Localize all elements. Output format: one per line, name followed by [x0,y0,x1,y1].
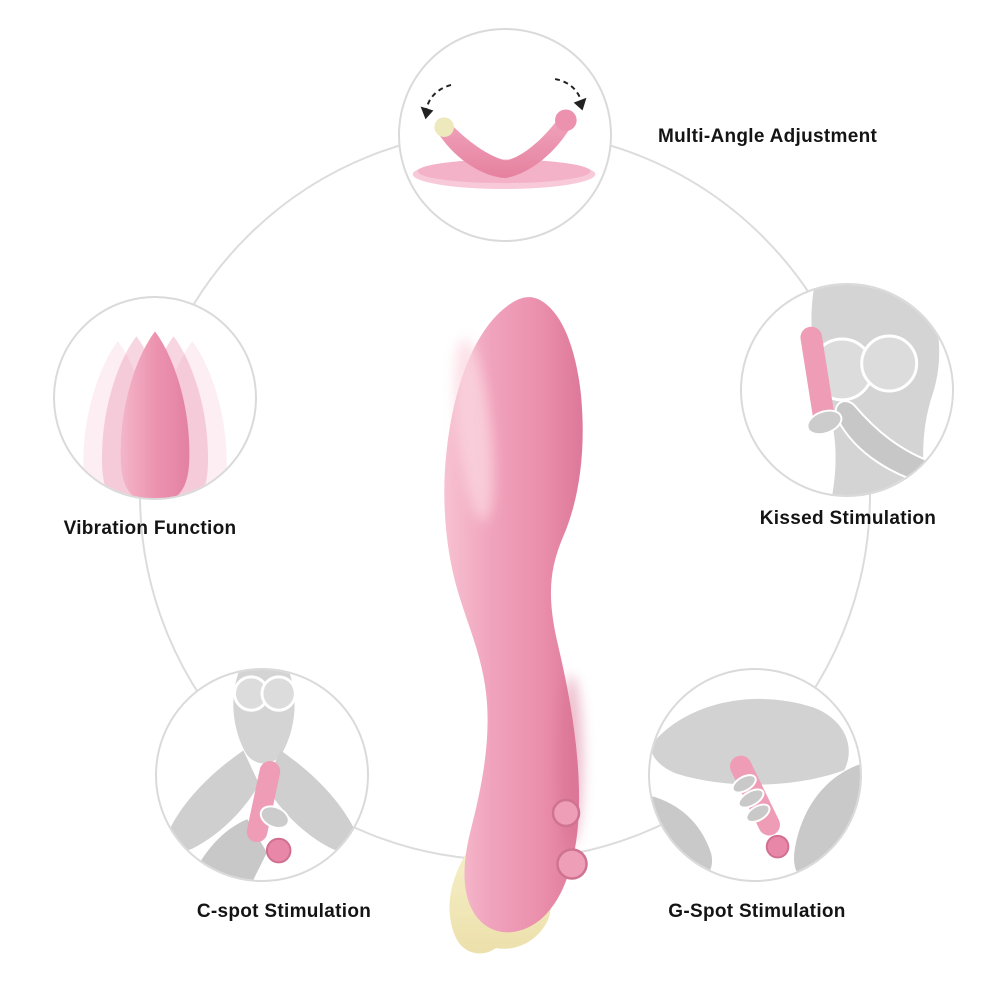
bent-product-arrows-icon [412,78,596,189]
feature-circle-kissed [740,283,954,497]
feature-circle-vibration [53,296,257,500]
feature-circle-g-spot [648,668,862,882]
feature-label-vibration: Vibration Function [63,518,237,539]
feature-circle-c-spot [155,668,369,882]
feature-label-g-spot: G-Spot Stimulation [668,901,846,922]
feature-label-multi-angle: Multi-Angle Adjustment [658,126,878,147]
seated-silhouette-icon [167,670,357,880]
feature-label-kissed: Kissed Stimulation [759,508,937,529]
feature-circle-multi-angle [398,28,612,242]
feature-label-c-spot: C-spot Stimulation [196,901,372,922]
torso-silhouette-icon [800,285,940,495]
vibrating-tip-icon [83,331,227,498]
thigh-silhouette-icon [650,698,860,880]
